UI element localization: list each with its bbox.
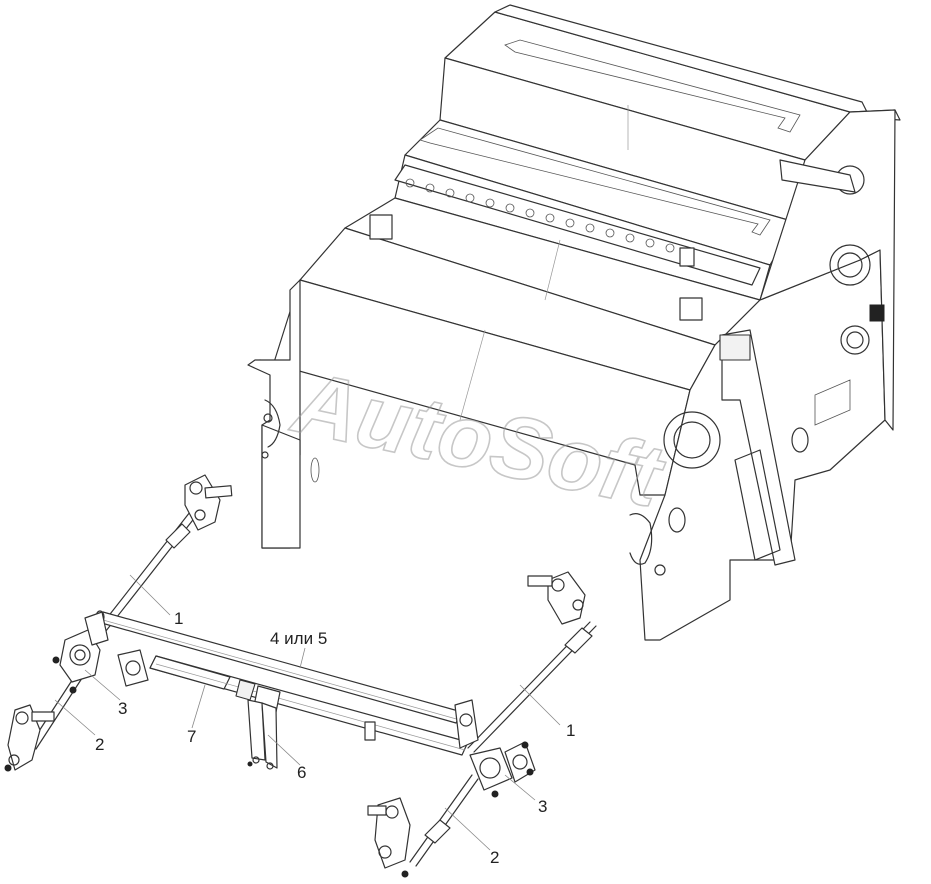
leader-lines — [54, 574, 561, 851]
shaft-2-left — [4, 667, 87, 772]
drive-linkage — [4, 474, 597, 878]
clamp-3-left — [52, 611, 149, 694]
callout-clamp-left: 3 — [118, 699, 127, 718]
perforated-strip — [394, 164, 761, 286]
lever-6 — [247, 699, 278, 770]
callout-support-right: 2 — [490, 848, 499, 867]
callout-tube-lower: 7 — [187, 727, 196, 746]
callout-clamp-right: 3 — [538, 797, 547, 816]
shaft-1-right — [467, 571, 597, 753]
shaft-2-right — [367, 774, 479, 878]
clamp-3-right — [454, 699, 536, 798]
callout-shaft-top: 1 — [174, 609, 183, 628]
callout-support-left: 2 — [95, 735, 104, 754]
callout-lever: 6 — [297, 763, 306, 782]
cleaning-unit-housing — [247, 4, 901, 641]
shaft-1-left — [77, 474, 233, 660]
callout-tube-upper: 4 или 5 — [270, 629, 327, 648]
callout-shaft-right: 1 — [566, 721, 575, 740]
tube-7 — [149, 655, 469, 756]
